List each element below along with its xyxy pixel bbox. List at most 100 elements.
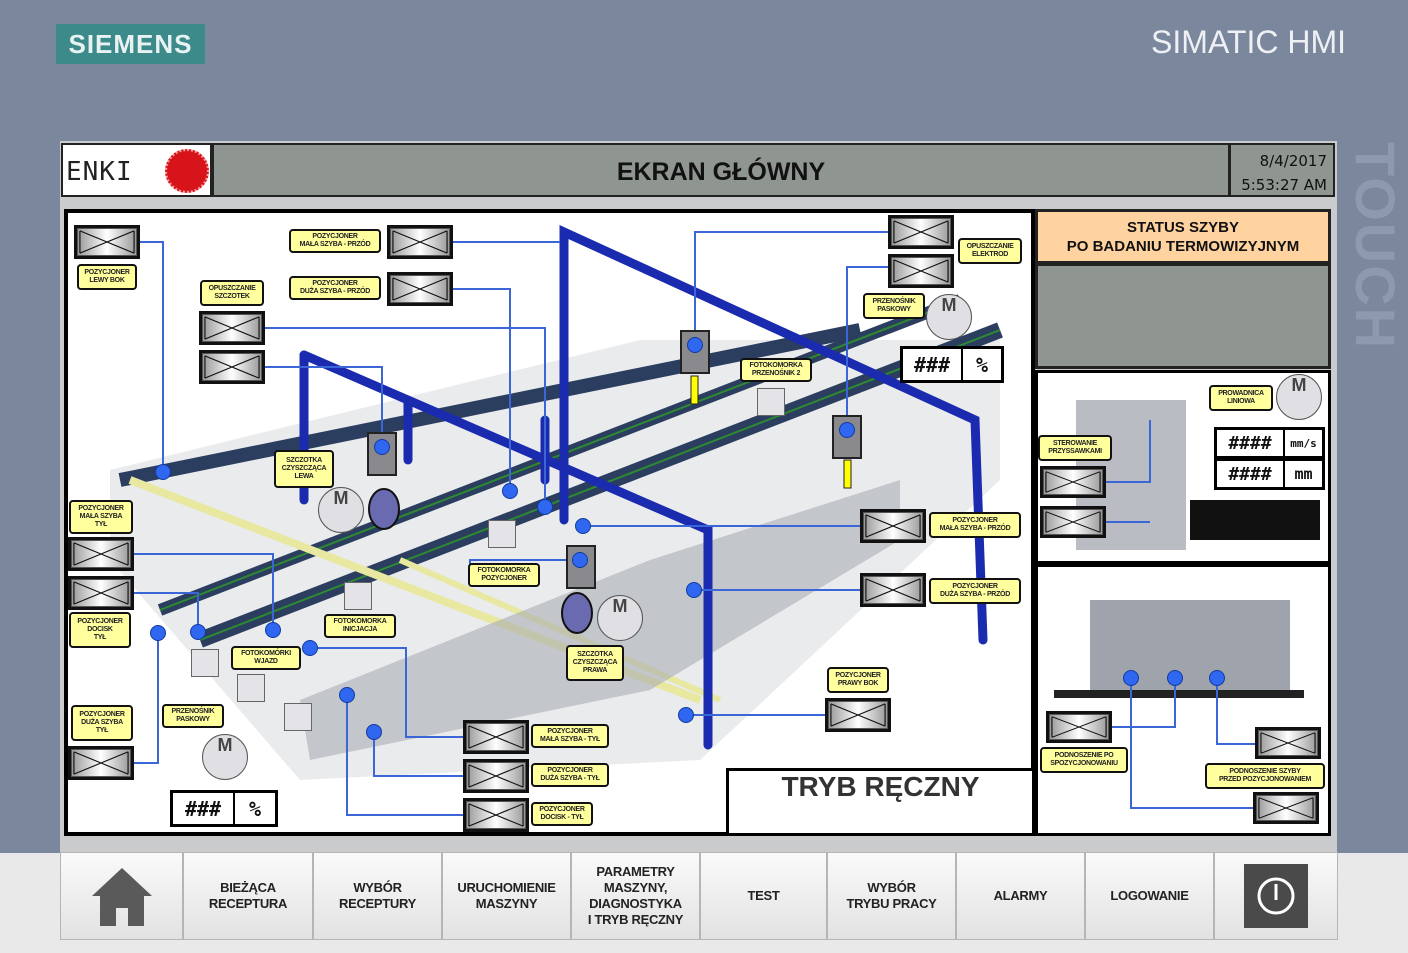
valve-button-small-front[interactable] (387, 225, 453, 259)
value: ### (903, 349, 963, 380)
home-icon (91, 868, 152, 926)
label: FOTOKOMORKA POZYCJONER (468, 563, 540, 587)
motor-icon: M (1276, 374, 1322, 420)
valve-button-clamp-rear[interactable] (68, 576, 134, 610)
valve-symbol-icon (71, 749, 131, 777)
conveyor-speed-display: ###% (170, 790, 278, 827)
valve-symbol-icon (77, 228, 137, 256)
nav-login[interactable]: LOGOWANIE (1085, 852, 1214, 940)
motor-icon: M (597, 595, 643, 641)
valve-symbol-icon (828, 701, 888, 729)
valve-symbol-icon (863, 512, 923, 540)
time: 5:53:27 AM (1241, 176, 1327, 194)
valve-button-small-rear[interactable] (68, 537, 134, 571)
label: STEROWANIE PRZYSSAWKAMI (1038, 435, 1112, 461)
label: SZCZOTKA CZYSZCZĄCA PRAWA (566, 645, 624, 681)
value: #### (1217, 461, 1285, 487)
valve-button-lift-before[interactable] (1255, 727, 1321, 759)
unit: mm (1294, 465, 1313, 483)
valve-button-clamp-rear-2[interactable] (463, 798, 529, 832)
label: POZYCJONER PRAWY BOK (827, 667, 889, 693)
label: SZCZOTKA CZYSZCZĄCA LEWA (274, 450, 334, 488)
valve-button-lift-before[interactable] (1253, 792, 1319, 824)
nav-test[interactable]: TEST (700, 852, 827, 940)
value: ### (173, 793, 235, 824)
valve-button-electrode[interactable] (888, 215, 954, 249)
valve-symbol-icon (202, 353, 262, 381)
valve-symbol-icon (202, 314, 262, 342)
sensor-indicator (265, 622, 281, 638)
linear-speed-display: ####mm/s (1214, 427, 1325, 459)
label: POZYCJONER MAŁA SZYBA TYŁ (69, 500, 133, 534)
sensor-indicator (502, 483, 518, 499)
label: OPUSZCZANIE SZCZOTEK (200, 280, 264, 306)
page-title: EKRAN GŁÓWNY (212, 143, 1230, 197)
valve-symbol-icon (390, 228, 450, 256)
conveyor-speed-display: ###% (900, 346, 1004, 383)
sensor-indicator (150, 625, 166, 641)
label: POZYCJONER DUŻA SZYBA - PRZÓD (929, 578, 1021, 604)
label: POZYCJONER DOCISK TYŁ (69, 612, 131, 648)
simatic-hmi-title: SIMATIC HMI (1151, 24, 1346, 60)
valve-symbol-icon (1258, 730, 1318, 756)
photocell-indicator (757, 388, 785, 416)
valve-symbol-icon (1043, 469, 1103, 495)
valve-button-brush-lower[interactable] (199, 311, 265, 345)
motor-icon: M (926, 294, 972, 340)
siemens-logo: SIEMENS (56, 24, 205, 64)
motor-icon: M (318, 487, 364, 533)
photocell-indicator (237, 674, 265, 702)
valve-button-suction[interactable] (1040, 466, 1106, 498)
label: PRZENOŚNIK PASKOWY (863, 293, 925, 319)
valve-button-lift-after[interactable] (1046, 711, 1112, 743)
valve-symbol-icon (466, 801, 526, 829)
valve-button-large-rear[interactable] (68, 746, 134, 780)
valve-symbol-icon (891, 257, 951, 285)
sensor-indicator (1123, 670, 1139, 686)
label: PRZENOŚNIK PASKOWY (162, 704, 224, 728)
valve-button-large-front[interactable] (387, 272, 453, 306)
sensor-indicator (678, 707, 694, 723)
glass-status-indicator (1035, 263, 1331, 369)
valve-button-brush-lower[interactable] (199, 350, 265, 384)
nav-parameters[interactable]: PARAMETRY MASZYNY, DIAGNOSTYKA I TRYB RĘ… (571, 852, 700, 940)
valve-button-right-side[interactable] (825, 698, 891, 732)
nav-current-recipe[interactable]: BIEŻĄCA RECEPTURA (183, 852, 313, 940)
valve-symbol-icon (891, 218, 951, 246)
valve-button-large-rear-2[interactable] (463, 759, 529, 793)
valve-button-large-front-2[interactable] (860, 573, 926, 607)
valve-symbol-icon (1049, 714, 1109, 740)
sensor-indicator (366, 724, 382, 740)
home-button[interactable] (60, 852, 183, 940)
valve-symbol-icon (863, 576, 923, 604)
nav-alarms[interactable]: ALARMY (956, 852, 1085, 940)
motor-icon: M (202, 734, 248, 780)
power-icon (1244, 864, 1308, 928)
label: POZYCJONER DUŻA SZYBA TYŁ (71, 705, 133, 741)
sensor-indicator (572, 552, 588, 568)
label: POZYCJONER MAŁA SZYBA - TYŁ (531, 724, 609, 748)
label: POZYCJONER DUŻA SZYBA - PRZÓD (289, 276, 381, 300)
label: PODNOSZENIE PO SPOZYCJONOWANIU (1040, 747, 1128, 773)
sensor-indicator (1167, 670, 1183, 686)
label: POZYCJONER LEWY BOK (77, 264, 137, 290)
valve-button-suction[interactable] (1040, 506, 1106, 538)
label: OPUSZCZANIE ELEKTROD (958, 238, 1022, 264)
linear-position-display: #### mm (1214, 458, 1325, 490)
sensor-indicator (686, 582, 702, 598)
sensor-indicator (190, 624, 206, 640)
valve-button-small-front-2[interactable] (860, 509, 926, 543)
sensor-indicator (339, 687, 355, 703)
nav-machine-start[interactable]: URUCHOMIENIE MASZYNY (442, 852, 571, 940)
label: POZYCJONER DUŻA SZYBA - TYŁ (531, 763, 609, 787)
date-time: 8/4/2017 5:53:27 AM (1229, 143, 1335, 197)
value: #### (1217, 430, 1285, 456)
valve-button-small-rear-2[interactable] (463, 720, 529, 754)
valve-button-electrode[interactable] (888, 254, 954, 288)
valve-button-left-side[interactable] (74, 225, 140, 259)
nav-recipe-select[interactable]: WYBÓR RECEPTURY (313, 852, 442, 940)
valve-symbol-icon (390, 275, 450, 303)
nav-mode-select[interactable]: WYBÓR TRYBU PRACY (827, 852, 956, 940)
power-button[interactable] (1214, 852, 1338, 940)
unit: % (975, 352, 989, 377)
